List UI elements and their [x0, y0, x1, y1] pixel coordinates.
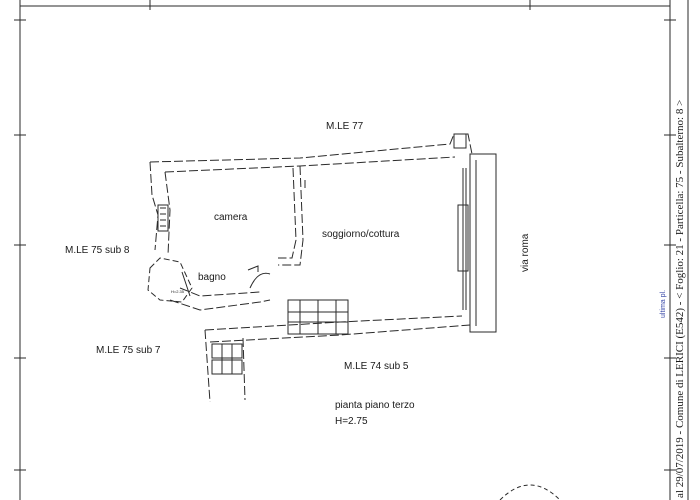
- cadastre-margin-text: al 29/07/2019 - Comune di LERICI (E542) …: [674, 99, 686, 498]
- label-north-neighbor: M.LE 77: [326, 121, 364, 132]
- sheet-frame: [19, 0, 689, 500]
- label-west-neighbor-top: M.LE 75 sub 8: [65, 245, 130, 256]
- fixtures: [147, 133, 561, 500]
- label-room-camera: camera: [214, 212, 248, 223]
- label-street: via roma: [520, 233, 531, 272]
- label-room-living: soggiorno/cottura: [322, 229, 400, 240]
- label-room-bath: bagno: [198, 272, 226, 283]
- label-south-neighbor: M.LE 74 sub 5: [344, 361, 409, 372]
- label-floor-name: pianta piano terzo: [335, 400, 415, 411]
- margin-stamp: ultima pl.: [660, 289, 667, 318]
- registration-ticks: [14, 0, 676, 471]
- label-west-neighbor-bottom: M.LE 75 sub 7: [96, 345, 161, 356]
- label-bath-height: H=2.35: [171, 289, 185, 294]
- exterior-walls: [149, 133, 473, 403]
- label-floor-height: H=2.75: [335, 416, 368, 427]
